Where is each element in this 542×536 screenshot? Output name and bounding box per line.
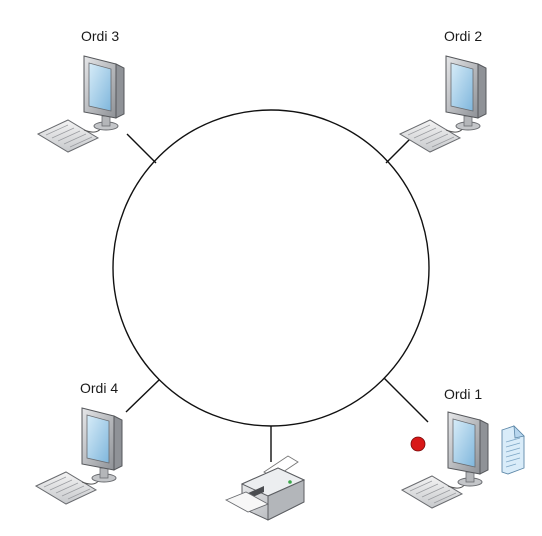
token-indicator xyxy=(410,436,426,452)
computer-ordi-4[interactable] xyxy=(35,407,123,505)
computer-ordi-2[interactable] xyxy=(399,55,487,153)
printer-icon[interactable] xyxy=(224,455,306,521)
label-ordi-2: Ordi 2 xyxy=(444,28,483,44)
ring-network xyxy=(112,109,430,427)
computer-ordi-1[interactable] xyxy=(401,411,489,509)
document-icon xyxy=(501,424,525,475)
link-ordi-3 xyxy=(126,133,157,164)
label-ordi-4: Ordi 4 xyxy=(80,380,119,396)
link-ordi-4 xyxy=(125,379,160,413)
label-ordi-3: Ordi 3 xyxy=(81,28,120,44)
computer-ordi-3[interactable] xyxy=(37,55,125,153)
label-ordi-1: Ordi 1 xyxy=(444,386,483,402)
link-ordi-1 xyxy=(383,377,429,423)
